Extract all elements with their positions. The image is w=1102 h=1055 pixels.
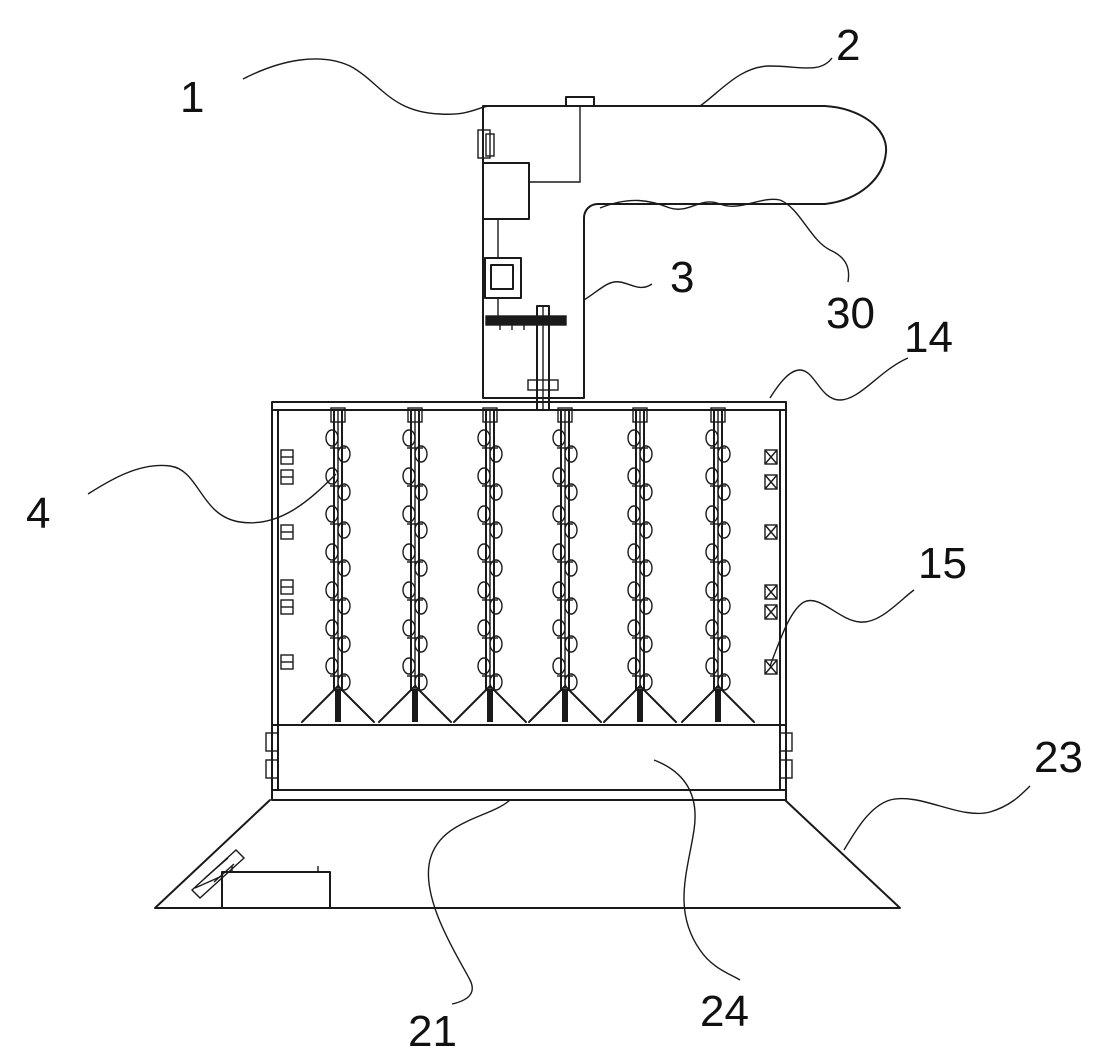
pod [553, 544, 565, 560]
pod [553, 506, 565, 522]
leader-lines [88, 58, 1030, 1004]
rod-foot [412, 690, 418, 722]
pod [628, 658, 640, 674]
rod-foot [715, 690, 721, 722]
rod-foot [637, 690, 643, 722]
rod-foot [335, 690, 341, 722]
pod [553, 620, 565, 636]
pod [326, 506, 338, 522]
label-15: 15 [918, 539, 967, 588]
rod-foot [487, 690, 493, 722]
pod [706, 544, 718, 560]
rod-1 [302, 408, 374, 722]
pod [628, 620, 640, 636]
pod [326, 620, 338, 636]
leader-21 [428, 800, 510, 1004]
pod [706, 468, 718, 484]
pod [326, 544, 338, 560]
pod [326, 582, 338, 598]
callout-labels: 1 2 3 4 14 15 21 23 24 30 [26, 21, 1083, 1055]
leader-24 [654, 760, 740, 980]
pod [628, 544, 640, 560]
pod [706, 582, 718, 598]
leader-23 [844, 786, 1030, 850]
pod [478, 468, 490, 484]
leader-1 [243, 59, 490, 114]
pod [706, 430, 718, 446]
label-30: 30 [826, 289, 875, 338]
pod [628, 468, 640, 484]
side-brackets [281, 450, 777, 674]
pod [553, 658, 565, 674]
label-24: 24 [700, 987, 749, 1036]
pod [478, 430, 490, 446]
pod [553, 468, 565, 484]
pod [326, 658, 338, 674]
rod-5 [604, 408, 676, 722]
pod [326, 430, 338, 446]
pod [478, 582, 490, 598]
pod [403, 544, 415, 560]
label-2: 2 [836, 21, 860, 70]
leader-30 [600, 199, 849, 282]
pod [403, 620, 415, 636]
label-4: 4 [26, 489, 50, 538]
pod [403, 468, 415, 484]
pod [403, 506, 415, 522]
pod [478, 658, 490, 674]
pod [478, 506, 490, 522]
label-21: 21 [408, 1007, 457, 1055]
rod-4 [529, 408, 601, 722]
pod [478, 620, 490, 636]
leader-15 [770, 590, 914, 666]
pod [706, 620, 718, 636]
pod [628, 506, 640, 522]
rod-2 [379, 408, 451, 722]
pod [553, 430, 565, 446]
leader-2 [700, 58, 832, 106]
rod-3 [454, 408, 526, 722]
pod [628, 430, 640, 446]
pod [403, 582, 415, 598]
label-3: 3 [670, 253, 694, 302]
leader-14 [770, 358, 908, 400]
pod [628, 582, 640, 598]
pod [478, 544, 490, 560]
leader-4 [88, 465, 336, 522]
rod-6 [682, 408, 754, 722]
pod [553, 582, 565, 598]
rod-group [302, 408, 754, 722]
pod [403, 658, 415, 674]
pod [403, 430, 415, 446]
label-1: 1 [180, 73, 204, 122]
pod [706, 658, 718, 674]
base-platform [155, 800, 900, 908]
pod [706, 506, 718, 522]
label-23: 23 [1034, 733, 1083, 782]
rod-foot [562, 690, 568, 722]
label-14: 14 [904, 313, 953, 362]
leader-3 [584, 282, 652, 300]
